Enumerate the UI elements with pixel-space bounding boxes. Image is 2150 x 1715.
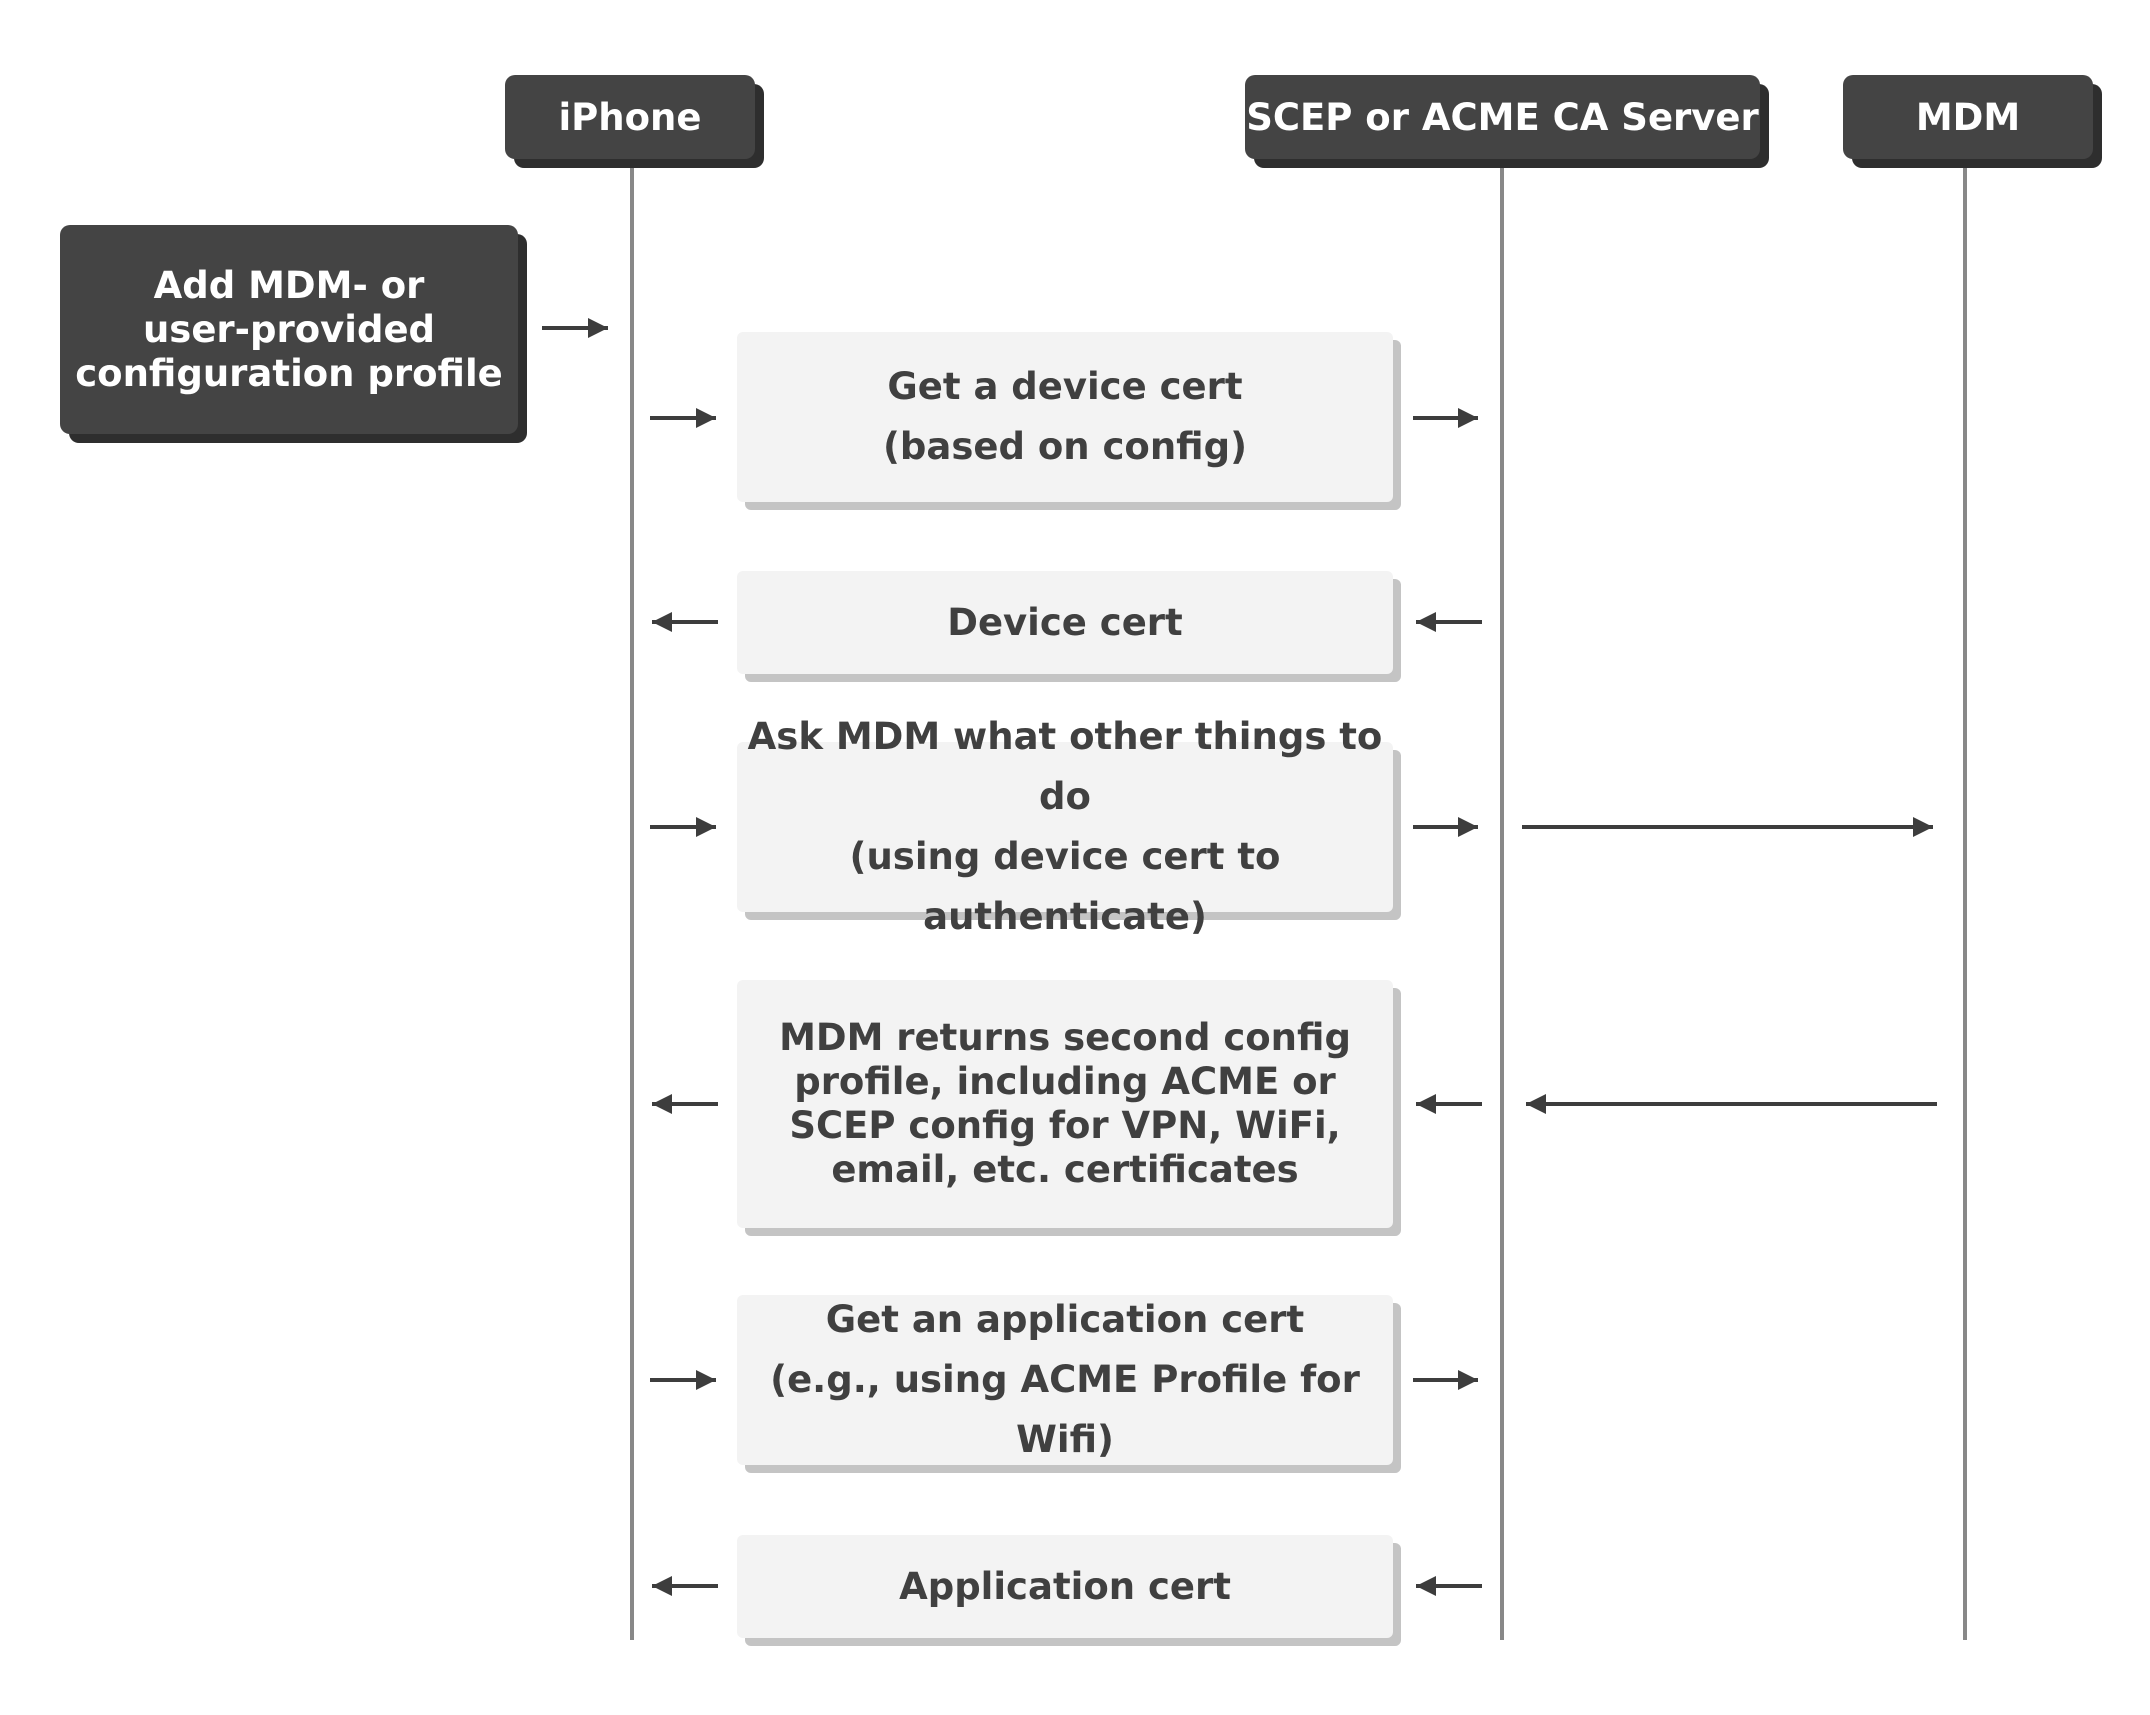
message-line: Get an application cert: [825, 1298, 1305, 1341]
participant-mdm-label: MDM: [1915, 95, 2021, 139]
participant-ca-server-label: SCEP or ACME CA Server: [1246, 95, 1759, 139]
message-get-application-cert: Get an application cert (e.g., using ACM…: [737, 1295, 1393, 1465]
start-box-line: Add MDM- or: [153, 263, 425, 307]
message-ask-mdm: Ask MDM what other things to do (using d…: [737, 715, 1393, 938]
message-line: (e.g., using ACME Profile for Wifi): [770, 1358, 1360, 1461]
message-line: MDM returns second config: [779, 1016, 1351, 1059]
message-line: SCEP config for VPN, WiFi,: [789, 1104, 1341, 1147]
message-application-cert: Application cert: [737, 1535, 1393, 1638]
message-line: Application cert: [899, 1564, 1231, 1608]
start-box-line: user-provided: [142, 307, 436, 351]
message-line: profile, including ACME or: [794, 1060, 1336, 1103]
participant-iphone-label: iPhone: [558, 95, 702, 139]
message-get-device-cert: Get a device cert (based on config): [737, 332, 1393, 502]
message-device-cert: Device cert: [737, 571, 1393, 674]
participant-ca-server: SCEP or ACME CA Server: [1245, 75, 1760, 159]
start-box: Add MDM- or user-provided configuration …: [60, 225, 518, 434]
message-line: (using device cert to authenticate): [849, 835, 1281, 938]
message-line: Ask MDM what other things to do: [747, 715, 1383, 818]
message-line: email, etc. certificates: [831, 1148, 1299, 1191]
participant-iphone: iPhone: [505, 75, 755, 159]
message-mdm-returns-profile: MDM returns second config profile, inclu…: [737, 980, 1393, 1228]
message-line: Device cert: [947, 600, 1183, 644]
message-line: (based on config): [882, 425, 1247, 468]
participant-mdm: MDM: [1843, 75, 2093, 159]
message-line: Get a device cert: [887, 365, 1243, 408]
start-box-line: configuration profile: [75, 351, 503, 395]
